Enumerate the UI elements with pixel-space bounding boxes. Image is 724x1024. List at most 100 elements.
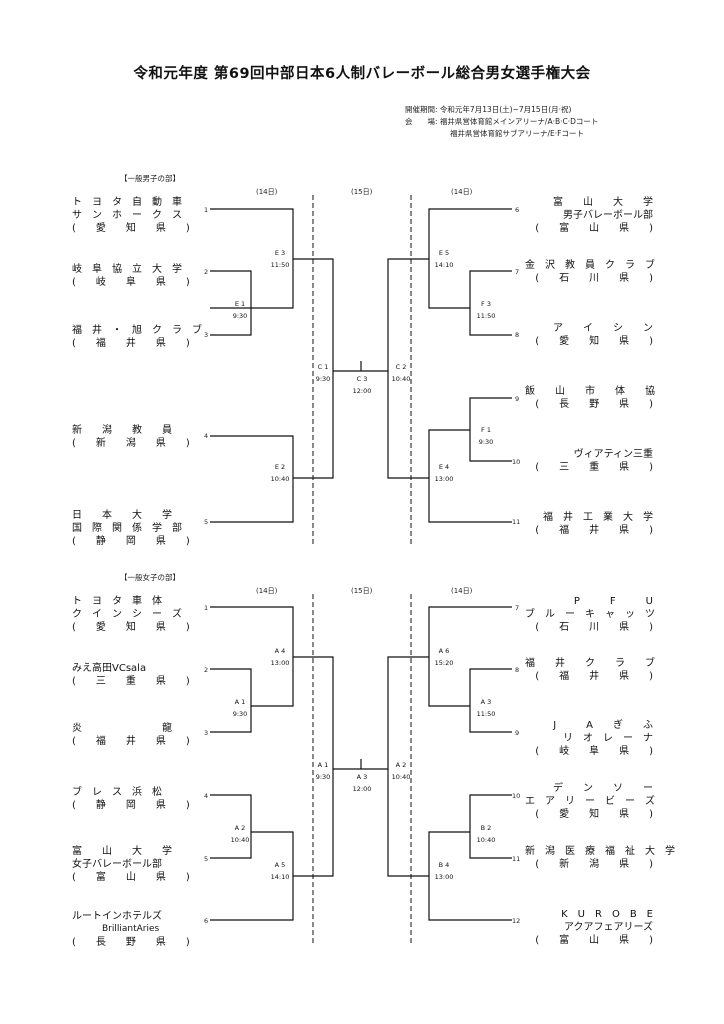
match-time: 10:40 <box>270 475 290 483</box>
match-code: E 5 <box>438 249 450 257</box>
period-row: 開催期間: 令和元年7月13日(土)~7月15日(月·祝) <box>405 104 598 116</box>
women-section-label: 【一般女子の部】 <box>120 573 180 582</box>
team-prefecture: ( 愛 知 県 ) <box>72 223 190 234</box>
match-code: A 1 <box>234 698 246 706</box>
team-name: 富 山 大 学 <box>553 197 653 208</box>
team-name: 炎 龍 <box>72 723 172 734</box>
match-time: 12:00 <box>352 387 372 395</box>
men-line-e2 <box>210 435 294 523</box>
men-match-e2: E 2 10:40 <box>262 461 298 485</box>
women-team-8: 福 井 ク ラ ブ ( 福 井 県 ) <box>525 657 655 683</box>
match-time: 10:40 <box>391 375 411 383</box>
match-time: 12:00 <box>352 785 372 793</box>
team-prefecture: ( 岐 阜 県 ) <box>535 746 653 757</box>
match-code: A 3 <box>480 698 492 706</box>
men-line-f1 <box>469 397 512 462</box>
team-prefecture: ( 福 井 県 ) <box>535 525 653 536</box>
men-seed-3: 3 <box>204 331 209 339</box>
match-time: 10:40 <box>476 836 496 844</box>
match-code: A 6 <box>438 647 450 655</box>
team-prefecture: ( 愛 知 県 ) <box>535 336 653 347</box>
men-section-label: 【一般男子の部】 <box>120 174 180 183</box>
team-name-2: 女子バレーボール部 <box>72 859 162 870</box>
men-team-6: 富 山 大 学 男子バレーボール部 ( 富 山 県 ) <box>525 196 653 235</box>
women-seed-3: 3 <box>204 729 209 737</box>
match-code: A 4 <box>274 647 286 655</box>
match-code: C 1 <box>317 363 329 371</box>
women-seed-10: 10 <box>512 792 521 800</box>
period-label: 開催期間: <box>405 105 438 114</box>
team-prefecture: ( 富 山 県 ) <box>535 935 653 946</box>
women-line-a3s <box>469 668 512 733</box>
men-seed-11: 11 <box>512 518 521 526</box>
men-team-2: 岐 阜 協 立 大 学 ( 岐 阜 県 ) <box>72 263 197 289</box>
women-team-1: ト ヨ タ 車 体 ク イ ン シ ー ズ ( 愛 知 県 ) <box>72 595 197 634</box>
men-seed-8: 8 <box>515 331 520 339</box>
men-team-1: ト ヨ タ 自 動 車 サ ン ホ ー ク ス ( 愛 知 県 ) <box>72 196 197 235</box>
men-team-5: 日 本 大 学 国 際 関 係 学 部 ( 静 岡 県 ) <box>72 509 197 548</box>
match-code: E 1 <box>234 300 246 308</box>
team-prefecture: ( 新 潟 県 ) <box>535 859 653 870</box>
team-prefecture: ( 愛 知 県 ) <box>535 809 653 820</box>
team-name: ブ レ ス 浜 松 <box>72 787 162 798</box>
women-seed-6: 6 <box>204 917 209 925</box>
period-value: 令和元年7月13日(土)~7月15日(月·祝) <box>439 105 572 114</box>
team-name: 新 潟 医 療 福 祉 大 学 <box>525 846 675 857</box>
match-code: E 2 <box>274 463 286 471</box>
team-prefecture: ( 静 岡 県 ) <box>72 536 190 547</box>
match-time: 11:50 <box>270 261 290 269</box>
women-line-b2 <box>469 794 512 859</box>
men-team-7: 金 沢 教 員 ク ラ ブ ( 石 川 県 ) <box>525 259 655 285</box>
venue-row-2: 福井県営体育館サブアリーナ/E·Fコート <box>405 128 598 140</box>
match-time: 15:20 <box>434 659 454 667</box>
match-time: 9:30 <box>232 710 248 718</box>
team-prefecture: ( 岐 阜 県 ) <box>72 277 190 288</box>
men-seed-6: 6 <box>515 206 520 214</box>
match-time: 11:50 <box>476 312 496 320</box>
venue-row: 会 場: 福井県営体育館メインアリーナ/A·B·C·Dコート <box>405 116 598 128</box>
team-prefecture: ( 福 井 県 ) <box>535 671 653 682</box>
match-time: 14:10 <box>270 873 290 881</box>
team-name: みえ高田VCsala <box>72 663 147 674</box>
men-seed-5: 5 <box>204 518 209 526</box>
men-line-e1 <box>210 270 252 336</box>
women-day-left: (14日) <box>256 587 278 595</box>
team-name: 福 井 工 業 大 学 <box>543 512 653 523</box>
women-day-center: (15日) <box>351 587 373 595</box>
team-name: デ ン ソ ー <box>553 783 653 794</box>
team-name: 福 井 ク ラ ブ <box>525 658 655 669</box>
women-seed-7: 7 <box>515 604 520 612</box>
men-line-f3 <box>469 270 512 336</box>
women-team-7: P F U ブ ル ー キ ャ ッ ツ ( 石 川 県 ) <box>525 595 655 634</box>
women-line-a2 <box>387 656 429 877</box>
venue-line-1: 福井県営体育館メインアリーナ/A·B·C·Dコート <box>439 117 599 126</box>
men-seed-7: 7 <box>515 268 520 276</box>
men-team-11: 福 井 工 業 大 学 ( 福 井 県 ) <box>525 511 653 537</box>
team-prefecture: ( 富 山 県 ) <box>72 872 190 883</box>
team-name-2: リ オ レ ー ナ <box>563 733 653 744</box>
men-seed-2: 2 <box>204 268 209 276</box>
men-team-3: 福 井 ・ 旭 ク ラ ブ ( 福 井 県 ) <box>72 324 202 350</box>
women-seed-1: 1 <box>204 604 209 612</box>
team-name-2: エ ア リ ー ビ ー ズ <box>525 796 655 807</box>
team-prefecture: ( 長 野 県 ) <box>72 937 190 948</box>
team-prefecture: ( 石 川 県 ) <box>535 622 653 633</box>
men-seed-9: 9 <box>515 395 520 403</box>
team-prefecture: ( 長 野 県 ) <box>535 399 653 410</box>
team-prefecture: ( 福 井 県 ) <box>72 338 190 349</box>
men-line-c2 <box>387 258 429 479</box>
match-time: 13:00 <box>434 873 454 881</box>
match-time: 13:00 <box>434 475 454 483</box>
team-name: J A ぎ ふ <box>553 720 653 731</box>
